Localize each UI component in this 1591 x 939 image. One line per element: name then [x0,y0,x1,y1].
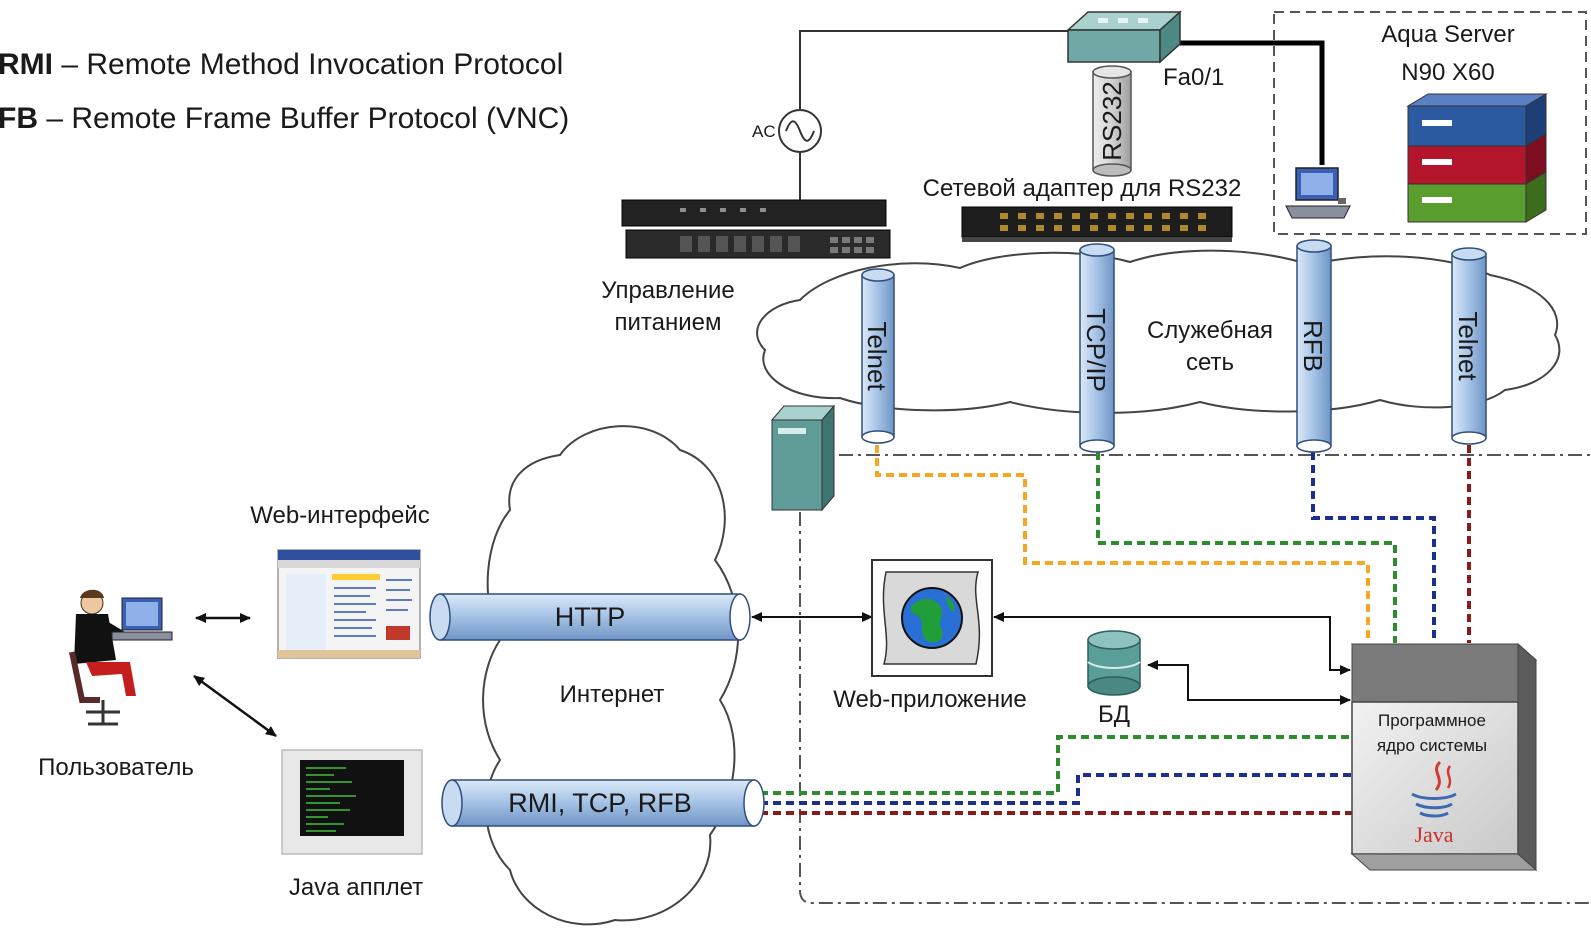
globe-app-icon [871,559,993,677]
tower-server-icon [770,404,836,512]
web-app-label: Web-приложение [833,686,1026,713]
net-adapter-label: Сетевой адаптер для RS232 [923,175,1242,202]
tcpip-label: TCP/IP [1081,308,1111,392]
web-interface-label: Web-интерфейс [250,502,429,529]
rfb-label: RFB [1298,320,1328,372]
java-cup-icon [1411,760,1457,818]
power-manager-icon [621,199,891,259]
http-label: HTTP [555,602,626,632]
http-pipe: HTTP [429,593,751,641]
rmi-tcp-rfb-pipe: RMI, TCP, RFB [441,779,765,827]
service-network-label-1: Служебная [1147,317,1273,344]
telnet-right-label: Telnet [1453,311,1483,381]
rs232-pipe: RS232 [1092,65,1132,177]
serial-adapter-icon [961,206,1233,242]
workstation-icon [1285,167,1351,219]
telnet-left-label: Telnet [862,321,892,391]
core-label-1: Программное [1378,711,1486,730]
telnet-left-link [875,445,1370,643]
core-label-2: ядро системы [1377,736,1487,755]
applet-rfb-link [760,773,1352,805]
java-applet-label: Java апплет [289,874,423,901]
port-label: Fa0/1 [1163,64,1224,91]
terminal-window-icon [281,749,423,855]
db-core-arrow [1147,660,1351,705]
aqua-server-icon [1406,93,1548,223]
ac-label: AC [752,122,776,141]
database-icon [1087,630,1141,696]
telnet-right-pipe: Telnet [1451,247,1487,445]
service-network-label-2: сеть [1186,349,1234,376]
aqua-server-label-2: N90 X60 [1401,59,1494,86]
telnet-left-pipe: Telnet [861,268,895,444]
power-label-1: Управление [601,277,734,304]
browser-window-icon [277,549,421,659]
aqua-server-label-1: Aqua Server [1381,21,1514,48]
internet-cloud [482,425,740,926]
user-label: Пользователь [38,754,194,781]
legend-rmi: RMI – Remote Method Invocation Protocol [0,48,563,81]
java-logo-text: Java [1414,822,1453,847]
webapp-core-arrow [993,612,1351,675]
user-applet-arrow [193,674,277,738]
switch-icon [1066,10,1182,64]
core-server-icon [1350,642,1538,872]
tcpip-pipe: TCP/IP [1079,243,1115,453]
rs232-label: RS232 [1097,81,1127,161]
power-label-2: питанием [615,309,722,336]
legend-rfb: FB – Remote Frame Buffer Protocol (VNC) [0,102,569,135]
system-boundary [799,512,1591,904]
internet-label: Интернет [560,681,665,708]
rfb-pipe: RFB [1296,239,1332,453]
console-cable [1180,40,1325,165]
applet-tcp-link [760,735,1352,795]
aqua-server-frame [1273,11,1587,235]
ac-power-icon [778,109,822,153]
rfb-link [1311,452,1436,643]
rmi-tcp-rfb-label: RMI, TCP, RFB [508,788,692,818]
user-at-computer-icon [69,589,173,726]
db-label: БД [1098,701,1130,728]
tcpip-link [1096,452,1397,643]
